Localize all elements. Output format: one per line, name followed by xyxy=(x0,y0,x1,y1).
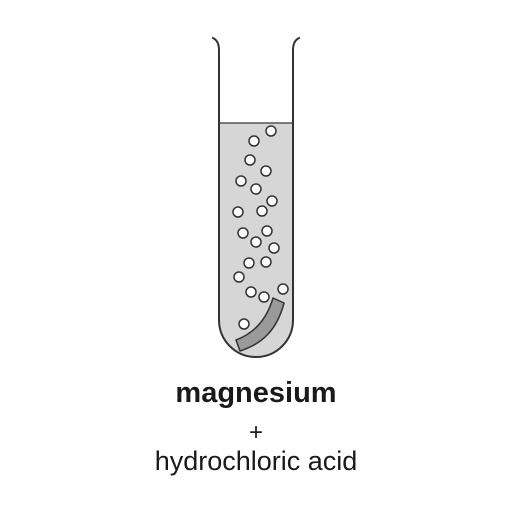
bubble xyxy=(265,125,277,137)
bubble xyxy=(250,236,262,248)
gas-bubbles xyxy=(232,125,289,330)
bubble xyxy=(243,257,255,269)
bubble xyxy=(244,154,256,166)
bubble xyxy=(256,205,268,217)
bubble xyxy=(232,206,244,218)
test-tube-glass xyxy=(212,37,300,358)
plus-sign: + xyxy=(248,419,263,446)
bubble xyxy=(248,135,260,147)
bubble xyxy=(250,183,262,195)
bubble xyxy=(260,256,272,268)
bubble xyxy=(238,318,250,330)
bubble xyxy=(266,195,278,207)
bubble xyxy=(235,175,247,187)
magnesium-label: magnesium xyxy=(175,377,337,409)
bubble xyxy=(233,271,245,283)
bubble xyxy=(277,283,289,295)
hydrochloric-acid-label: hydrochloric acid xyxy=(154,446,358,476)
bubble xyxy=(260,165,272,177)
bubble xyxy=(258,291,270,303)
bubble xyxy=(261,225,273,237)
magnesium-ribbon xyxy=(235,297,285,352)
bubble xyxy=(245,286,257,298)
bubble xyxy=(237,227,249,239)
bubble xyxy=(268,242,280,254)
